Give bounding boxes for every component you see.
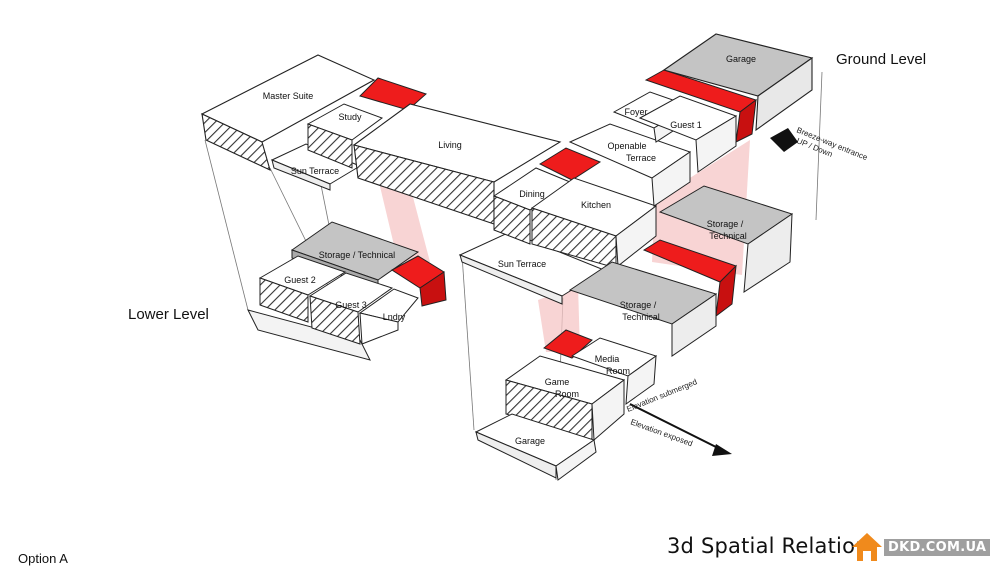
label-garage-top: Garage: [726, 54, 756, 64]
label-storage-technical-right-2: Technical: [709, 231, 747, 241]
label-master-suite: Master Suite: [263, 91, 314, 101]
label-sun-terrace-mid: Sun Terrace: [498, 259, 546, 269]
upper-left-wing: [200, 54, 562, 225]
label-storage-technical-left: Storage / Technical: [319, 250, 395, 260]
lower-level-label: Lower Level: [128, 306, 209, 323]
elevation-arrow: [629, 403, 732, 456]
label-media-room-2: Room: [606, 366, 630, 376]
label-sun-terrace-upper: Sun Terrace: [291, 166, 339, 176]
breeze-way-note: Breeze-way entrance UP / Down: [795, 126, 869, 163]
upper-right-wing: [568, 33, 814, 207]
label-garage-bottom: Garage: [515, 436, 545, 446]
label-openable-terrace-2: Terrace: [626, 153, 656, 163]
label-living: Living: [438, 140, 462, 150]
label-game-room-1: Game: [545, 377, 570, 387]
label-storage-technical-lower-2: Technical: [622, 312, 660, 322]
upper-center-wing: [458, 147, 658, 305]
house-icon: [852, 533, 882, 561]
label-dining: Dining: [519, 189, 545, 199]
lower-right-cluster: [474, 185, 794, 481]
lower-left-cluster: [247, 221, 447, 361]
diagram-caption: 3d Spatial Relation: [667, 534, 869, 558]
breeze-way-entrance-icon: [770, 128, 798, 152]
label-guest-3: Guest 3: [335, 300, 367, 310]
label-media-room-1: Media: [595, 354, 620, 364]
option-label: Option A: [18, 551, 68, 566]
room-labels: Master Suite Study Sun Terrace Living Di…: [263, 54, 756, 446]
elevation-note-2: Elevation exposed: [629, 417, 694, 448]
label-kitchen: Kitchen: [581, 200, 611, 210]
watermark: DKD.COM.UA: [846, 528, 990, 568]
label-foyer: Foyer: [624, 107, 647, 117]
label-storage-technical-lower-1: Storage /: [620, 300, 657, 310]
elevation-note-line-2: Elevation exposed: [629, 417, 694, 448]
label-guest-2: Guest 2: [284, 275, 316, 285]
ground-level-label: Ground Level: [836, 51, 926, 68]
label-laundry: Lndry: [383, 312, 406, 322]
label-game-room-2: Room: [555, 389, 579, 399]
label-study: Study: [338, 112, 362, 122]
label-storage-technical-right-1: Storage /: [707, 219, 744, 229]
label-openable-terrace-1: Openable: [607, 141, 646, 151]
label-guest-1: Guest 1: [670, 120, 702, 130]
watermark-text: DKD.COM.UA: [884, 539, 990, 556]
